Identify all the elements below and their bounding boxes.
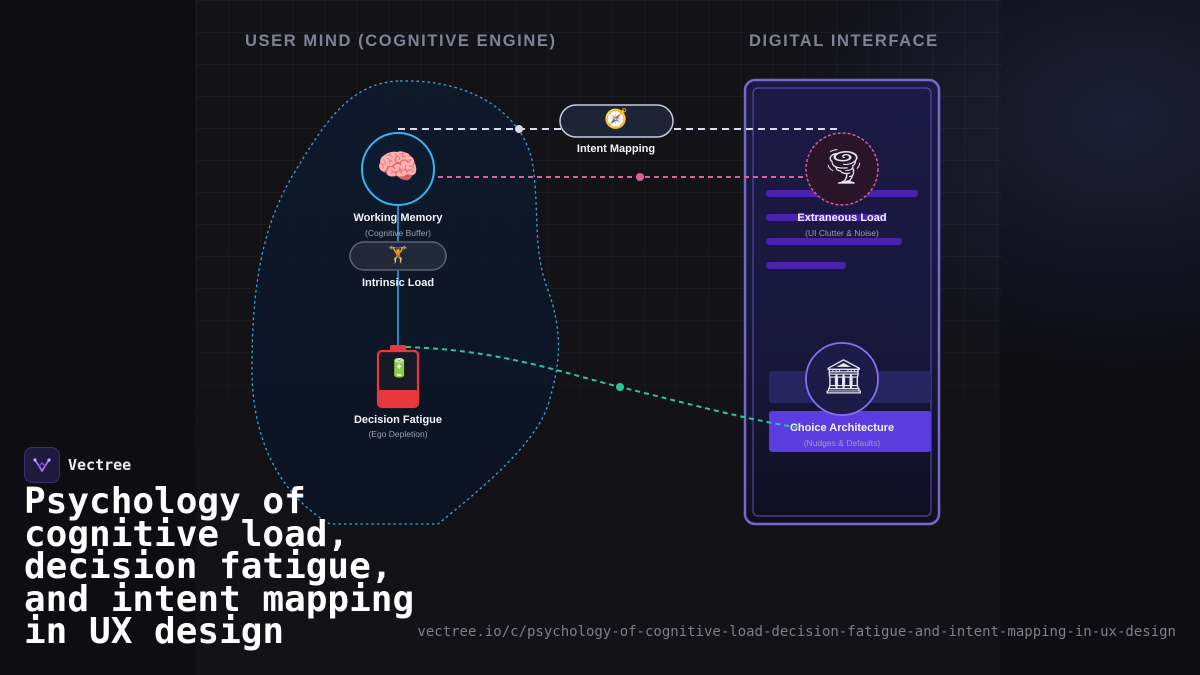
- extraneous-load-label: Extraneous Load: [797, 212, 887, 224]
- ui-placeholder-bar: [766, 262, 846, 269]
- section-title-digital-interface: DIGITAL INTERFACE: [749, 32, 939, 50]
- decision-fatigue-label: Decision Fatigue: [353, 414, 443, 426]
- intent-mapping-label: Intent Mapping: [576, 143, 656, 155]
- choice-architecture-node: [805, 342, 879, 416]
- weightlifter-icon: 🏋: [388, 245, 408, 264]
- battery-icon: [376, 345, 420, 409]
- classical-building-icon: 🏛: [822, 357, 866, 397]
- working-memory-node: [361, 132, 435, 206]
- choice-link-dot: [616, 383, 624, 391]
- page-url[interactable]: vectree.io/c/psychology-of-cognitive-loa…: [417, 624, 1176, 640]
- choice-architecture-label: Choice Architecture: [789, 422, 895, 434]
- decision-fatigue-sub: (Ego Depletion): [368, 429, 428, 439]
- extraneous-link-dot: [636, 173, 644, 181]
- phone-inner-frame: [752, 87, 932, 517]
- extraneous-load-node: [805, 132, 879, 206]
- section-title-user-mind: USER MIND (COGNITIVE ENGINE): [245, 32, 557, 50]
- battery-glyph-icon: 🔋: [388, 358, 411, 379]
- page-title: Psychology of cognitive load, decision f…: [24, 481, 415, 652]
- intent-link-dot: [515, 125, 523, 133]
- ui-placeholder-bar: [766, 238, 902, 245]
- brand-name: Vectree: [68, 456, 132, 474]
- brand: Vectree: [24, 447, 131, 483]
- choice-architecture-sub: (Nudges & Defaults): [803, 438, 881, 448]
- tornado-icon: 🌪: [822, 147, 866, 187]
- ui-option-card-selected: [769, 411, 931, 452]
- working-memory-sub: (Cognitive Buffer): [365, 228, 431, 238]
- compass-icon: 🧭: [604, 108, 628, 130]
- intrinsic-load-label: Intrinsic Load: [361, 277, 435, 289]
- extraneous-load-sub: (UI Clutter & Noise): [805, 228, 879, 238]
- working-memory-label: Working Memory: [353, 212, 443, 224]
- ui-placeholder-bar: [766, 214, 886, 221]
- vectree-logo-icon: [24, 447, 60, 483]
- intrinsic-load-pill: [349, 241, 447, 271]
- intent-mapping-pill: [559, 104, 674, 138]
- brain-icon: 🧠: [376, 147, 420, 187]
- mind-region: [251, 80, 560, 525]
